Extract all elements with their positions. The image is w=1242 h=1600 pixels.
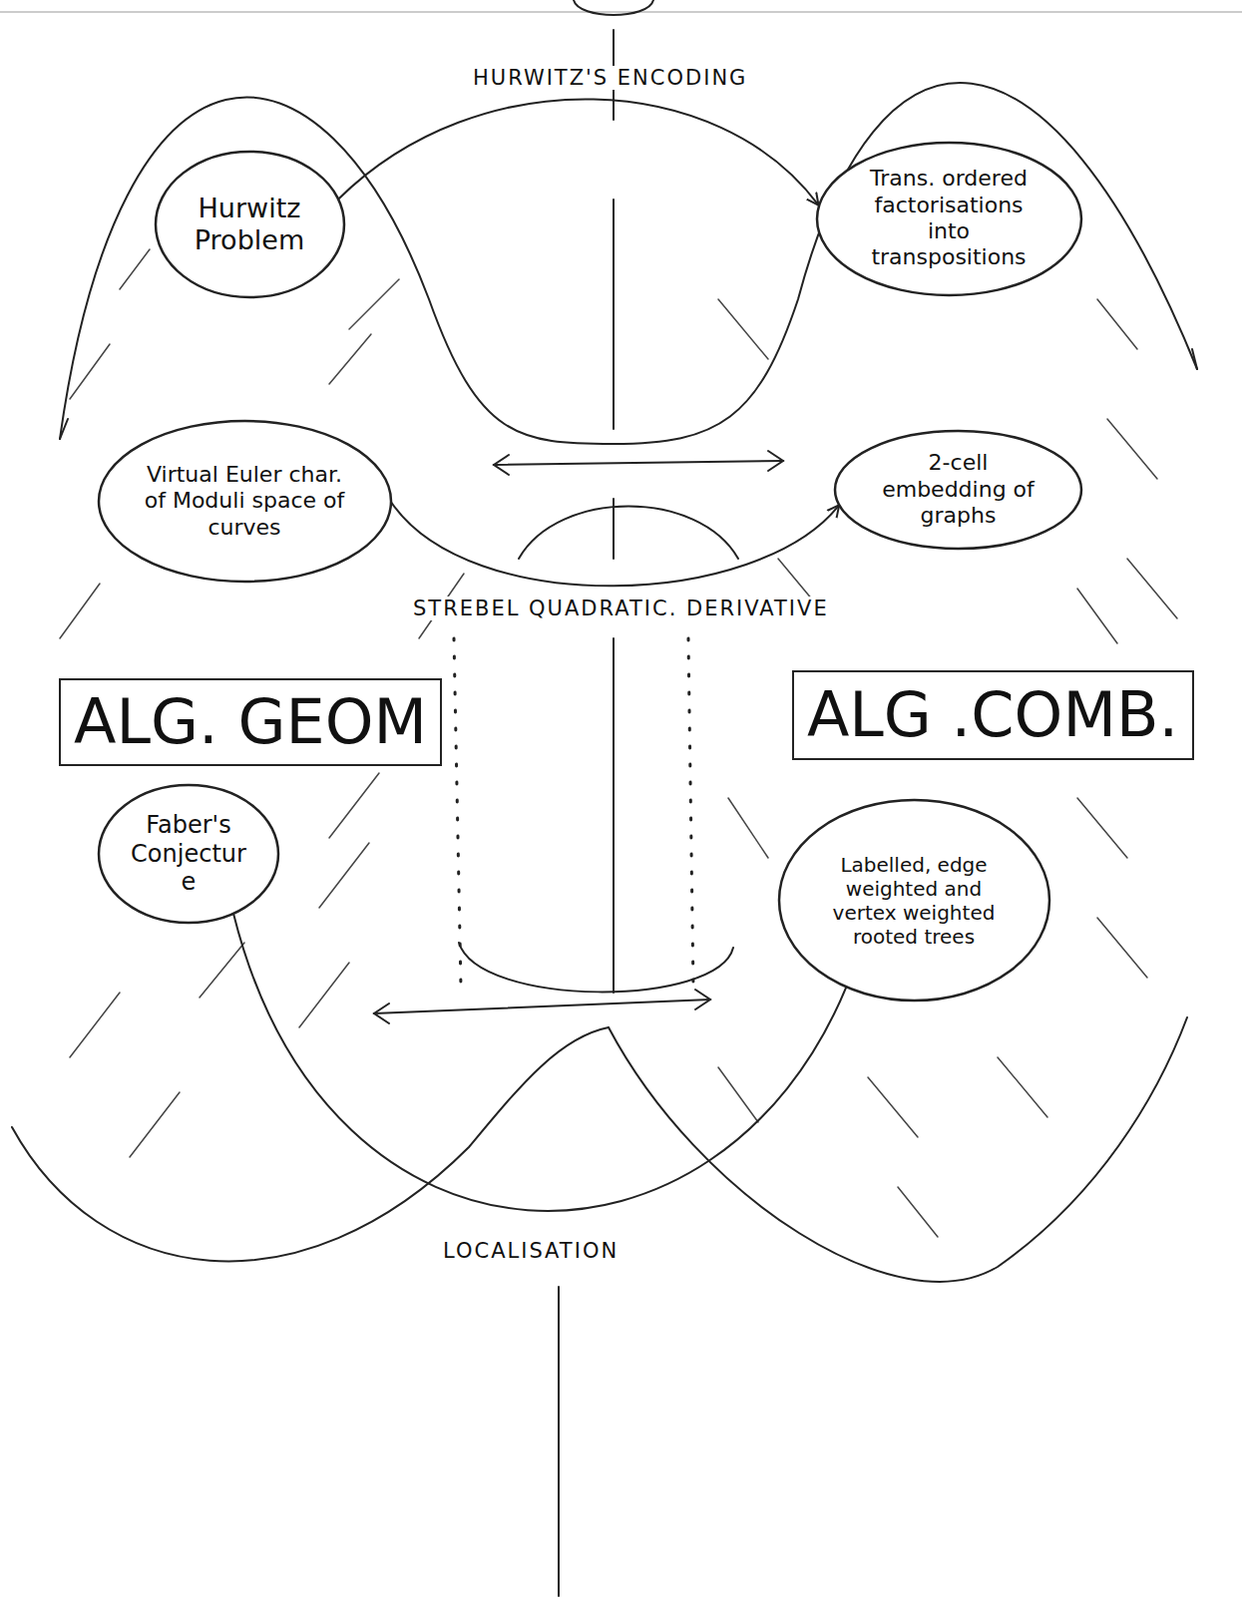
topic-ellipse: Labelled, edge weighted and vertex weigh…: [777, 798, 1052, 1003]
topic-ellipse: 2-cell embedding of graphs: [832, 428, 1084, 551]
connector-curve: [233, 913, 846, 1212]
connector-curve: [391, 501, 840, 587]
topic-text: Labelled, edge weighted and vertex weigh…: [818, 852, 1011, 949]
topic-ellipse: Faber's Conjecture: [96, 783, 281, 925]
field-title: ALG. GEOM: [73, 685, 427, 760]
connector-label: STREBEL QUADRATIC. DERIVATIVE: [409, 596, 833, 621]
topic-text: 2-cell embedding of graphs: [870, 449, 1047, 529]
field-box: ALG. GEOM: [58, 678, 442, 767]
topic-text: Hurwitz Problem: [182, 192, 317, 258]
field-box: ALG .COMB.: [792, 670, 1195, 761]
topic-text: Trans. ordered factorisations into trans…: [854, 165, 1044, 272]
topic-ellipse: Virtual Euler char. of Moduli space of c…: [96, 418, 394, 584]
field-title: ALG .COMB.: [807, 678, 1179, 753]
topic-text: Faber's Conjecture: [124, 811, 253, 897]
topic-ellipse: Trans. ordered factorisations into trans…: [815, 140, 1084, 298]
topic-text: Virtual Euler char. of Moduli space of c…: [140, 461, 350, 541]
topic-ellipse: Hurwitz Problem: [153, 149, 347, 300]
connector-curve: [338, 98, 820, 205]
connector-label: HURWITZ'S ENCODING: [468, 65, 752, 90]
connector-label: LOCALISATION: [438, 1239, 623, 1263]
